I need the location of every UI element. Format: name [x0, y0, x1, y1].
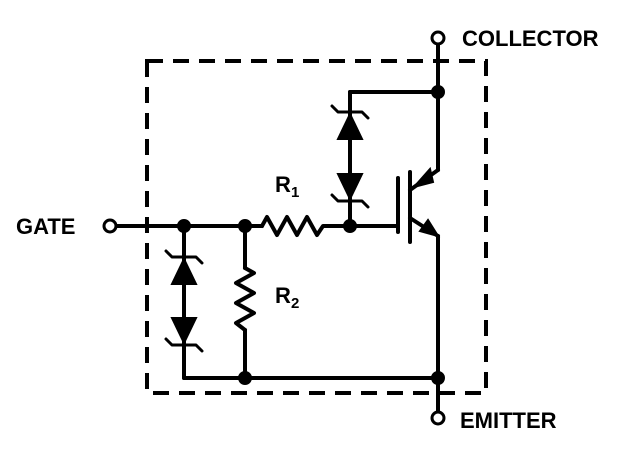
igbt-transistor — [396, 166, 441, 244]
gate-zener-upper — [164, 249, 204, 285]
gate-zener-lower — [164, 317, 204, 353]
emitter-terminal — [430, 410, 446, 426]
gate-label: GATE — [16, 214, 75, 239]
r2-letter: R — [275, 283, 291, 308]
junction-dot — [238, 219, 252, 233]
collector-terminal — [430, 30, 446, 46]
junction-dots — [177, 85, 445, 385]
r2-resistor — [234, 266, 256, 332]
junction-dot — [431, 371, 445, 385]
junction-dot — [238, 371, 252, 385]
r2-subscript: 2 — [291, 295, 299, 312]
emitter-label: EMITTER — [460, 408, 557, 433]
clamp-zener-lower — [330, 173, 370, 209]
r1-letter: R — [275, 172, 291, 197]
igbt-collector-arrow — [411, 166, 435, 189]
r1-subscript: 1 — [291, 184, 299, 201]
r2-label: R 2 — [275, 283, 299, 312]
gate-terminal — [102, 218, 118, 234]
junction-dot — [177, 219, 191, 233]
junction-dot — [431, 85, 445, 99]
clamp-zener-upper — [330, 104, 370, 140]
collector-label: COLLECTOR — [462, 26, 599, 51]
r1-label: R 1 — [275, 172, 299, 201]
junction-dot — [343, 219, 357, 233]
wires — [114, 42, 440, 414]
r1-resistor — [260, 215, 330, 237]
igbt-emitter-arrow — [418, 218, 441, 238]
